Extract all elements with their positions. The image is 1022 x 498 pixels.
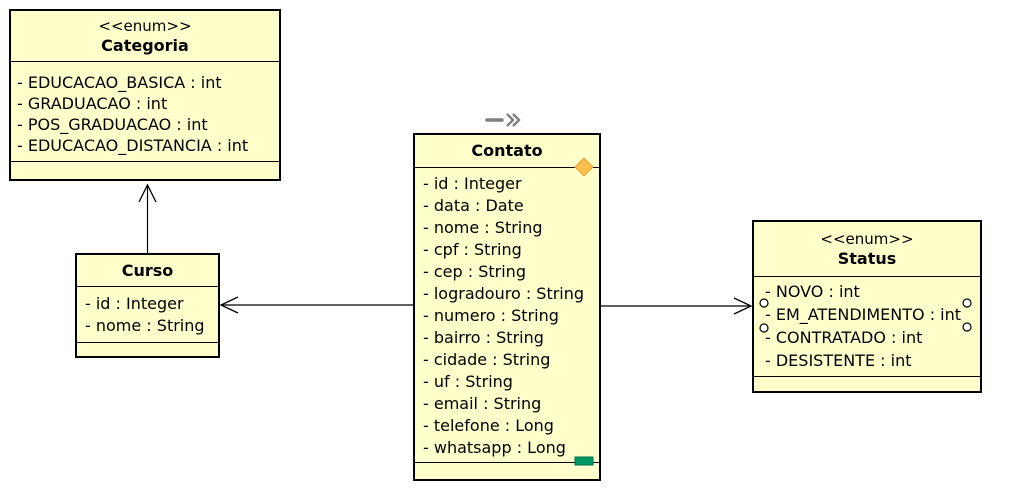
association-cursor-icon [485,113,521,127]
attribute-item: - id : Integer [423,174,522,193]
open-arrowhead-icon [219,296,239,314]
attribute-item: - data : Date [423,196,524,215]
attribute-item: - id : Integer [85,294,184,313]
operations-compartment [77,343,218,356]
attribute-item: - POS_GRADUACAO : int [17,115,208,134]
attributes-compartment: - NOVO : int - EM_ATENDIMENTO : int - CO… [754,277,980,377]
operations-compartment [415,463,599,479]
open-arrowhead-icon [733,297,753,315]
class-header: Contato [415,135,599,168]
class-name: Contato [471,141,543,160]
class-header: <<enum>> Status [754,222,980,277]
attribute-item: - DESISTENTE : int [765,351,912,370]
attribute-item: - EM_ATENDIMENTO : int [765,305,962,324]
attribute-item: - nome : String [423,218,543,237]
stereotype-label: <<enum>> [98,17,192,35]
class-name: Status [837,249,897,268]
attribute-item: - telefone : Long [423,416,554,435]
attribute-item: - uf : String [423,372,513,391]
attributes-compartment: - EDUCACAO_BASICA : int - GRADUACAO : in… [11,62,279,162]
attribute-item: - whatsapp : Long [423,438,566,457]
operations-compartment [11,162,279,179]
open-arrowhead-icon [138,183,157,203]
attribute-item: - cep : String [423,262,526,281]
attribute-item: - email : String [423,394,542,413]
association-contato-curso[interactable] [219,296,413,314]
operations-compartment [754,377,980,391]
class-curso[interactable]: Curso - id : Integer - nome : String [75,253,220,358]
attribute-item: - NOVO : int [765,282,860,301]
attribute-item: - logradouro : String [423,284,585,303]
attribute-item: - nome : String [85,316,205,335]
attribute-item: - numero : String [423,306,559,325]
association-contato-status[interactable] [601,297,753,315]
attribute-item: - GRADUACAO : int [17,94,168,113]
class-contato[interactable]: Contato - id : Integer - data : Date - n… [413,133,601,481]
class-name: Categoria [101,36,189,55]
class-name: Curso [121,260,174,280]
attributes-compartment: - id : Integer - nome : String [77,287,218,343]
attribute-item: - bairro : String [423,328,544,347]
class-categoria[interactable]: <<enum>> Categoria - EDUCACAO_BASICA : i… [9,9,281,181]
stereotype-label: <<enum>> [820,230,914,248]
attributes-compartment: - id : Integer - data : Date - nome : St… [415,168,599,463]
attribute-item: - cidade : String [423,350,551,369]
attribute-item: - EDUCACAO_DISTANCIA : int [17,136,249,155]
class-status[interactable]: <<enum>> Status - NOVO : int - EM_ATENDI… [752,220,982,393]
attribute-item: - cpf : String [423,240,522,259]
attribute-item: - CONTRATADO : int [765,328,923,347]
association-curso-categoria[interactable] [138,183,157,253]
class-header: Curso [77,255,218,287]
attribute-item: - EDUCACAO_BASICA : int [17,73,222,92]
class-header: <<enum>> Categoria [11,11,279,62]
